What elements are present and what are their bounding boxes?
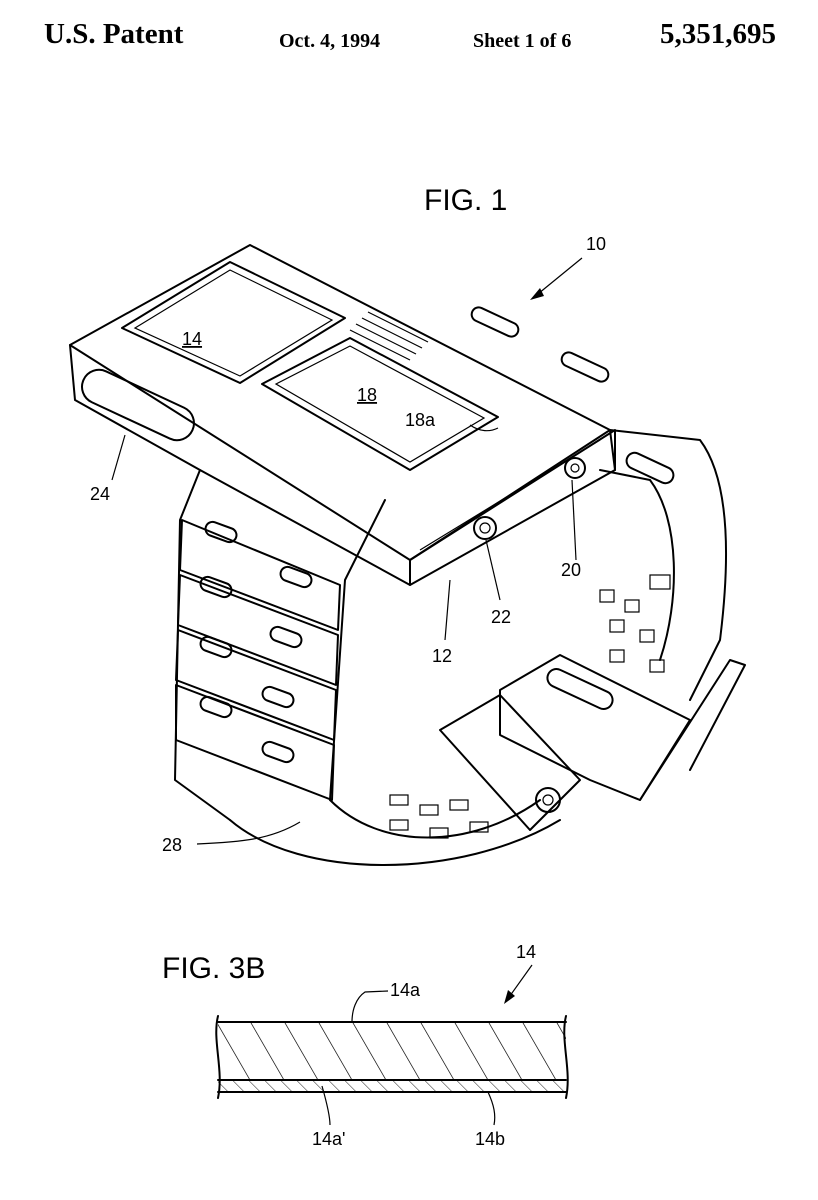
fig3b-drawing: 14 14a 14a' 14b [215, 942, 569, 1149]
ref-24: 24 [90, 484, 110, 504]
ref-12: 12 [432, 646, 452, 666]
ref-3b-14: 14 [516, 942, 536, 962]
ref-22: 22 [491, 607, 511, 627]
strap-perforations [389, 574, 671, 839]
ref-18: 18 [357, 385, 377, 405]
fig3b-label: FIG. 3B [162, 952, 266, 985]
ref-10: 10 [586, 234, 606, 254]
ref-28: 28 [162, 835, 182, 855]
buckle [439, 654, 746, 831]
fig1-label: FIG. 1 [424, 184, 508, 217]
ref-14: 14 [182, 329, 202, 349]
ref-14a: 14a [390, 980, 421, 1000]
strap-links-left [175, 519, 341, 801]
patent-date: Oct. 4, 1994 [279, 30, 381, 52]
patent-title: U.S. Patent [44, 18, 184, 50]
ref-14a-prime: 14a' [312, 1129, 345, 1149]
patent-number: 5,351,695 [660, 18, 776, 50]
ref-14b: 14b [475, 1129, 505, 1149]
sheet-indicator: Sheet 1 of 6 [473, 30, 572, 52]
ref-18a: 18a [405, 410, 436, 430]
ref-20: 20 [561, 560, 581, 580]
fig1-drawing: 10 14 18 18a 24 20 22 12 28 [69, 234, 746, 866]
